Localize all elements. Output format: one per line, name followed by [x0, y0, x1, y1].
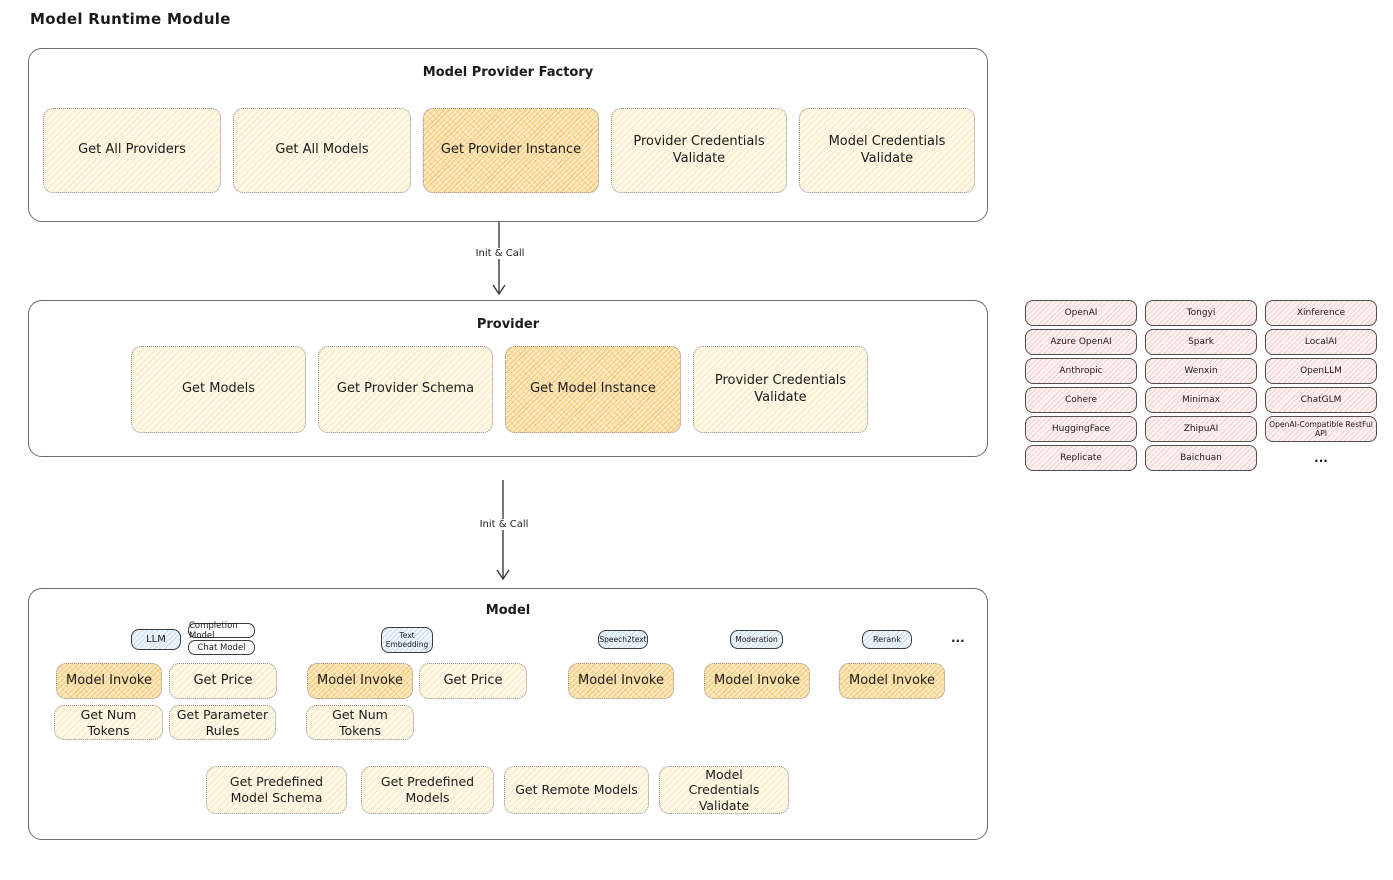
model-card: Model LLM Completion Model Chat Model Te…	[28, 588, 1001, 853]
provider-chip-replicate: Replicate	[1025, 445, 1137, 471]
tag-speech2text: Speech2text	[598, 630, 648, 649]
model-title: Model	[485, 603, 531, 618]
tags-ellipsis: ...	[951, 631, 965, 645]
method-model-invoke-moderation: Model Invoke	[704, 663, 810, 699]
arrow-down-icon	[496, 480, 510, 581]
provider-card: Provider Get Models Get Provider Schema …	[28, 300, 1001, 470]
method-get-models: Get Models	[131, 346, 306, 433]
method-model-credentials-validate: Model Credentials Validate	[799, 108, 975, 193]
provider-chip-baichuan: Baichuan	[1145, 445, 1257, 471]
tag-llm: LLM	[131, 629, 181, 650]
provider-chip-openllm: OpenLLM	[1265, 358, 1377, 384]
arrow-init-call-1: Init & Call	[460, 222, 540, 300]
method-get-all-providers: Get All Providers	[43, 108, 221, 193]
method-get-remote-models: Get Remote Models	[504, 766, 649, 814]
tag-completion-model: Completion Model	[188, 621, 255, 641]
provider-chip-openai: OpenAI	[1025, 300, 1137, 326]
arrow-init-call-2: Init & Call	[464, 480, 544, 585]
method-get-price-llm: Get Price	[169, 663, 277, 699]
llm-subtags: Completion Model Chat Model	[188, 621, 255, 655]
method-get-predefined-model-schema: Get Predefined Model Schema	[206, 766, 347, 814]
method-get-price-embedding: Get Price	[419, 663, 527, 699]
method-get-num-tokens-embedding: Get Num Tokens	[306, 705, 414, 740]
provider-chip-anthropic: Anthropic	[1025, 358, 1137, 384]
arrow-label: Init & Call	[476, 519, 532, 530]
method-provider-credentials-validate-2: Provider Credentials Validate	[693, 346, 868, 433]
method-get-provider-schema: Get Provider Schema	[318, 346, 493, 433]
method-model-invoke-speech2text: Model Invoke	[568, 663, 674, 699]
arrow-down-icon	[492, 222, 506, 296]
provider-chip-tongyi: Tongyi	[1145, 300, 1257, 326]
factory-card: Model Provider Factory Get All Providers…	[28, 48, 988, 222]
provider-title: Provider	[476, 317, 540, 332]
providers-grid: OpenAI Tongyi Xinference Azure OpenAI Sp…	[1025, 300, 1377, 471]
method-model-invoke-llm: Model Invoke	[56, 663, 162, 699]
tag-chat-model: Chat Model	[188, 640, 255, 655]
method-model-invoke-rerank: Model Invoke	[839, 663, 945, 699]
provider-chip-localai: LocalAI	[1265, 329, 1377, 355]
method-get-num-tokens-llm: Get Num Tokens	[54, 705, 163, 740]
provider-chip-huggingface: HuggingFace	[1025, 416, 1137, 442]
method-provider-credentials-validate: Provider Credentials Validate	[611, 108, 787, 193]
provider-chip-xinference: Xinference	[1265, 300, 1377, 326]
provider-chip-chatglm: ChatGLM	[1265, 387, 1377, 413]
provider-chip-spark: Spark	[1145, 329, 1257, 355]
page-title: Model Runtime Module	[30, 10, 231, 28]
method-get-all-models: Get All Models	[233, 108, 411, 193]
tag-rerank: Rerank	[862, 630, 912, 649]
provider-chip-zhipuai: ZhipuAI	[1145, 416, 1257, 442]
method-get-model-instance: Get Model Instance	[505, 346, 681, 433]
provider-chip-cohere: Cohere	[1025, 387, 1137, 413]
arrow-label: Init & Call	[472, 248, 528, 259]
method-get-provider-instance: Get Provider Instance	[423, 108, 599, 193]
tag-moderation: Moderation	[730, 630, 783, 649]
tag-text-embedding: Text Embedding	[381, 627, 433, 653]
provider-chip-azure-openai: Azure OpenAI	[1025, 329, 1137, 355]
method-model-credentials-validate-2: Model Credentials Validate	[659, 766, 789, 814]
method-model-invoke-embedding: Model Invoke	[307, 663, 413, 699]
provider-chip-openai-compatible: OpenAI-Compatible RestFul API	[1265, 416, 1377, 442]
factory-title: Model Provider Factory	[422, 65, 594, 80]
providers-ellipsis: ...	[1314, 451, 1328, 465]
method-get-parameter-rules: Get Parameter Rules	[169, 705, 276, 740]
provider-chip-minimax: Minimax	[1145, 387, 1257, 413]
method-get-predefined-models: Get Predefined Models	[361, 766, 494, 814]
provider-chip-wenxin: Wenxin	[1145, 358, 1257, 384]
